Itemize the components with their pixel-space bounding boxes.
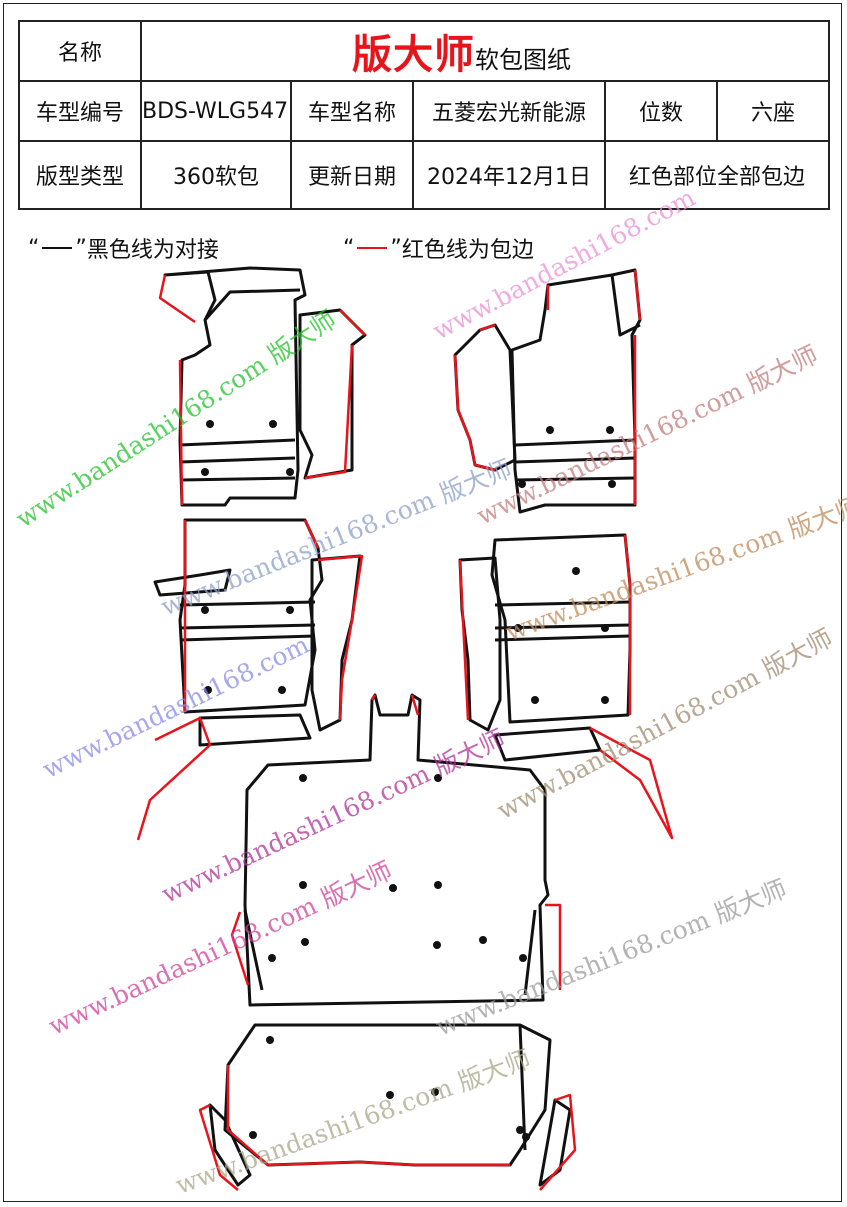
quote-open: “ bbox=[343, 235, 355, 261]
red-line-sample bbox=[357, 247, 388, 249]
quote-open: “ bbox=[28, 235, 40, 261]
doc-title-cell: 版大师软包图纸 bbox=[139, 20, 831, 82]
legend-red-text: 红色线为包边 bbox=[401, 238, 534, 263]
model-code-label: 车型编号 bbox=[18, 80, 142, 142]
doc-title: 软包图纸 bbox=[475, 46, 571, 74]
black-line-sample bbox=[42, 247, 73, 249]
mounting-holes bbox=[201, 420, 616, 1141]
model-name: 五菱宏光新能源 bbox=[412, 80, 606, 142]
legend-red: “ ” 红色线为包边 bbox=[343, 232, 534, 264]
edge-binding-note: 红色部位全部包边 bbox=[603, 140, 831, 210]
pattern-piece-right-trim bbox=[453, 323, 517, 472]
name-label: 名称 bbox=[18, 20, 142, 82]
seats-label: 位数 bbox=[604, 80, 718, 142]
model-code: BDS-WLG5471R bbox=[140, 80, 292, 142]
quote-close: ” bbox=[75, 235, 87, 261]
brand-logo-text: 版大师 bbox=[352, 32, 475, 78]
pattern-type-label: 版型类型 bbox=[18, 140, 142, 210]
seats-value: 六座 bbox=[715, 80, 831, 142]
pattern-piece-left-arch bbox=[198, 713, 312, 747]
pattern-piece-rear-left-trim bbox=[208, 1103, 252, 1187]
quote-close: ” bbox=[390, 235, 402, 261]
legend-black-text: 黑色线为对接 bbox=[86, 238, 219, 263]
update-date: 2024年12月1日 bbox=[412, 140, 606, 210]
spec-table: 名称 版大师软包图纸 车型编号 BDS-WLG5471R 车型名称 五菱宏光新能… bbox=[18, 20, 831, 210]
legend-black: “ ” 黑色线为对接 bbox=[28, 232, 219, 264]
pattern-type: 360软包 bbox=[140, 140, 292, 210]
update-date-label: 更新日期 bbox=[290, 140, 414, 210]
model-name-label: 车型名称 bbox=[290, 80, 414, 142]
